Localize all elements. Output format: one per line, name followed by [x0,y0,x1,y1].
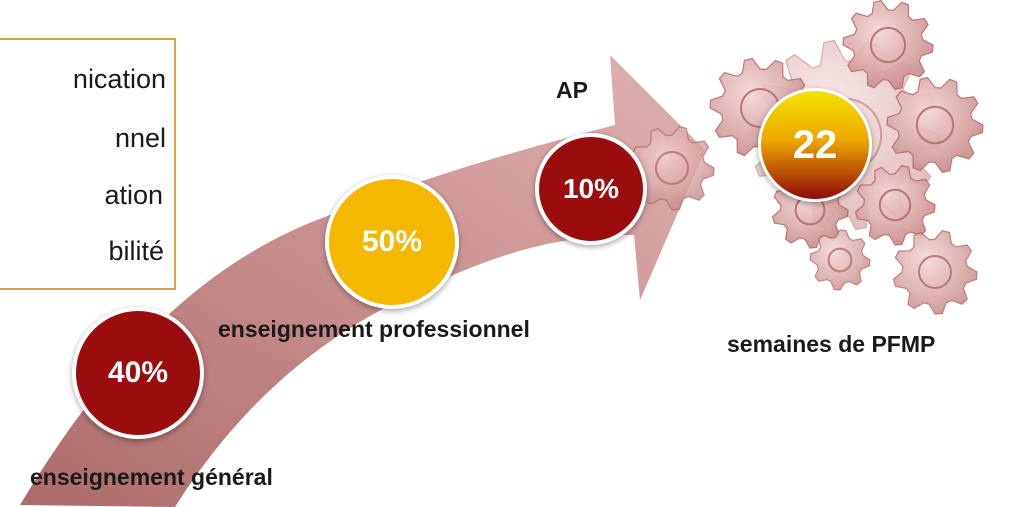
gear-hub [915,105,955,145]
step-ap-bubble: 10% [535,133,647,245]
text-box-line-2: nnel [114,123,166,153]
step-general-label: enseignement général [30,464,273,490]
gear-icon [809,229,871,291]
gear-hub [655,151,689,185]
step-professional-label: enseignement professionnel [218,316,530,342]
step-pfmp-label: semaines de PFMP [727,331,936,357]
gear-hub [918,255,952,289]
step-general-bubble: 40% [72,307,204,439]
step-general-value: 40% [107,356,169,389]
gear-icon [842,0,934,91]
text-box-line-4: bilité [108,236,164,266]
step-professional-value: 50% [361,225,423,258]
gear-icon [892,229,978,315]
step-pfmp-bubble: 22 [758,88,872,202]
gear-hub [869,26,907,64]
text-box: nication nnel ation bilité [0,38,176,290]
text-box-line-3: ation [104,180,163,210]
gear-hub [827,247,853,273]
step-ap-value: 10% [562,173,620,204]
step-pfmp-value: 22 [792,122,838,167]
step-professional-bubble: 50% [325,175,459,309]
step-ap-label: AP [556,77,588,103]
gear-icon [886,76,984,174]
gear-icon [854,164,936,246]
text-box-line-1: nication [72,64,166,94]
gear-hub [878,188,912,222]
